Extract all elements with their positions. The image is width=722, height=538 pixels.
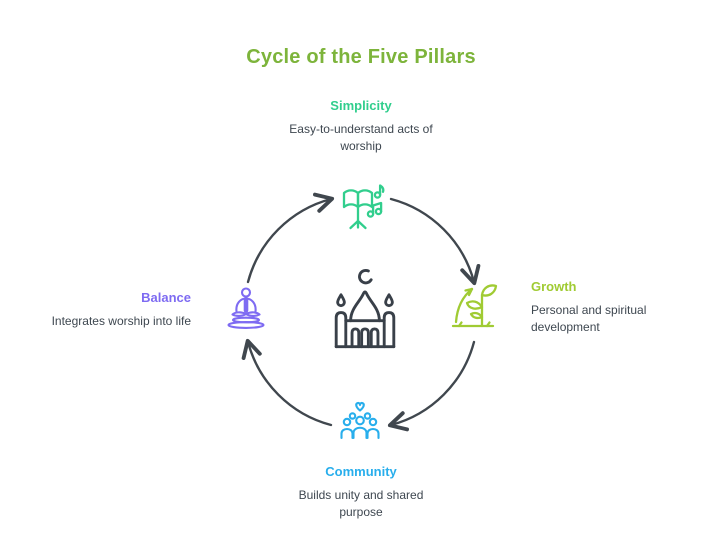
arc-community-to-balance bbox=[241, 338, 333, 427]
people-heart-icon bbox=[340, 401, 380, 440]
arc-balance-to-simplicity bbox=[246, 192, 335, 284]
node-balance: Balance Integrates worship into life bbox=[0, 290, 191, 330]
mosque-icon bbox=[334, 269, 396, 349]
page-title: Cycle of the Five Pillars bbox=[246, 46, 476, 68]
node-simplicity-label: Simplicity bbox=[330, 98, 392, 113]
node-community-description: Builds unity and shared purpose bbox=[298, 488, 424, 519]
node-growth: Growth Personal and spiritual developmen… bbox=[531, 279, 659, 336]
node-community-label: Community bbox=[325, 464, 397, 479]
node-balance-description: Integrates worship into life bbox=[51, 314, 191, 328]
node-growth-description: Personal and spiritual development bbox=[531, 303, 647, 334]
sprout-arrow-icon bbox=[451, 284, 498, 328]
arc-simplicity-to-growth bbox=[389, 197, 481, 286]
node-balance-label: Balance bbox=[141, 290, 191, 305]
arc-growth-to-community bbox=[387, 340, 476, 432]
node-growth-label: Growth bbox=[531, 279, 577, 294]
music-stand-book-icon bbox=[342, 184, 385, 230]
node-community: Community Builds unity and shared purpos… bbox=[286, 464, 436, 521]
node-simplicity: Simplicity Easy-to-understand acts of wo… bbox=[281, 98, 441, 155]
meditation-icon bbox=[227, 287, 265, 329]
node-simplicity-description: Easy-to-understand acts of worship bbox=[289, 122, 433, 153]
